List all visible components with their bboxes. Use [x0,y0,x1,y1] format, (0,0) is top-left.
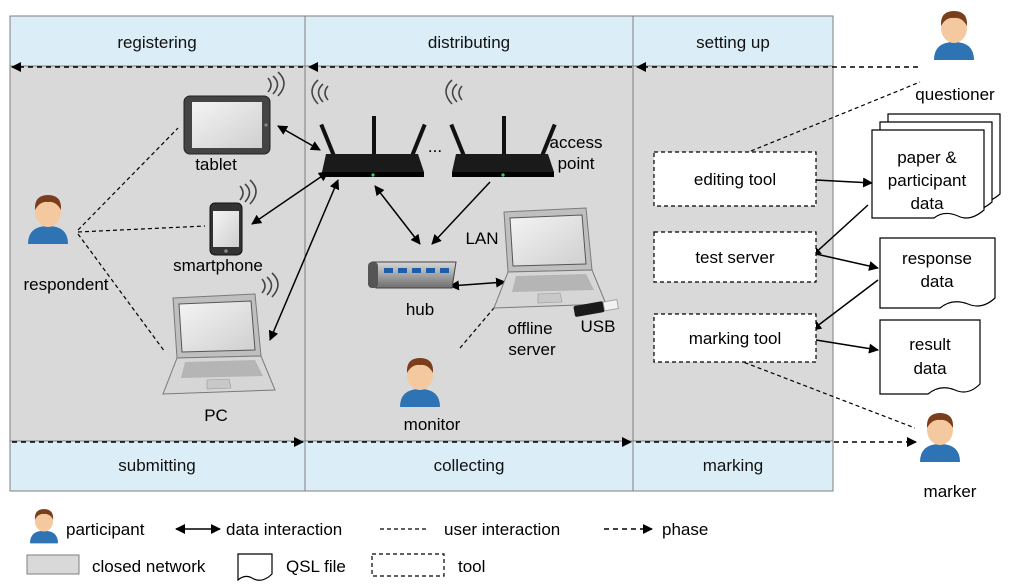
editing-tool-label: editing tool [694,170,776,189]
marking-tool-box: marking tool [653,313,817,363]
response-data-file: response data [879,237,996,309]
editing-tool-box: editing tool [653,151,817,207]
questioner-icon [934,11,974,60]
marker-label: marker [924,482,977,501]
legend-user-interaction-label: user interaction [444,520,560,539]
paper-participant-file-stack [871,113,1001,219]
hub-device [368,261,457,289]
access-point-label-2: point [558,154,595,173]
marking-tool-label: marking tool [689,329,782,348]
legend-closed-network-swatch [26,554,80,575]
phase-submitting: submitting [118,456,195,475]
questioner-label: questioner [915,85,995,104]
result-data-file: result data [879,319,981,395]
test-server-box: test server [653,231,817,283]
response-file-label-1: response [902,249,972,268]
legend-data-interaction-label: data interaction [226,520,342,539]
legend-tool-label: tool [458,557,485,576]
respondent-label: respondent [23,275,108,294]
test-server-label: test server [695,248,775,267]
offline-server-label-2: server [508,340,556,359]
marker-icon [920,413,960,462]
legend-participant-icon [30,509,58,544]
smartphone-label: smartphone [173,256,263,275]
legend-closed-network-label: closed network [92,557,206,576]
phase-setting-up: setting up [696,33,770,52]
access-point-ellipsis: ... [428,137,442,156]
hub-label: hub [406,300,434,319]
legend-participant-label: participant [66,520,145,539]
legend-qsl-file-label: QSL file [286,557,346,576]
phase-registering: registering [117,33,196,52]
data-interaction-arrows [251,125,879,354]
legend: participant data interaction user intera… [26,509,708,582]
phase-distributing: distributing [428,33,510,52]
access-point-label-1: access [550,133,603,152]
tablet-device [183,95,271,155]
legend-qsl-file-icon [237,553,273,582]
paper-file-label-1: paper & [897,148,957,167]
response-file-label-2: data [920,272,954,291]
result-file-label-2: data [913,359,947,378]
phase-marking: marking [703,456,763,475]
usb-label: USB [581,317,616,336]
legend-tool-swatch [371,553,445,577]
smartphone-device [209,202,243,256]
phase-collecting: collecting [434,456,505,475]
monitor-label: monitor [404,415,461,434]
usb-stick-icon [573,299,619,317]
paper-file-label-2: participant [888,171,967,190]
offline-server-label-1: offline [507,319,552,338]
paper-file-label-3: data [910,194,944,213]
tablet-label: tablet [195,155,237,174]
legend-phase-label: phase [662,520,708,539]
result-file-label-1: result [909,335,951,354]
lan-label: LAN [465,229,498,248]
pc-label: PC [204,406,228,425]
